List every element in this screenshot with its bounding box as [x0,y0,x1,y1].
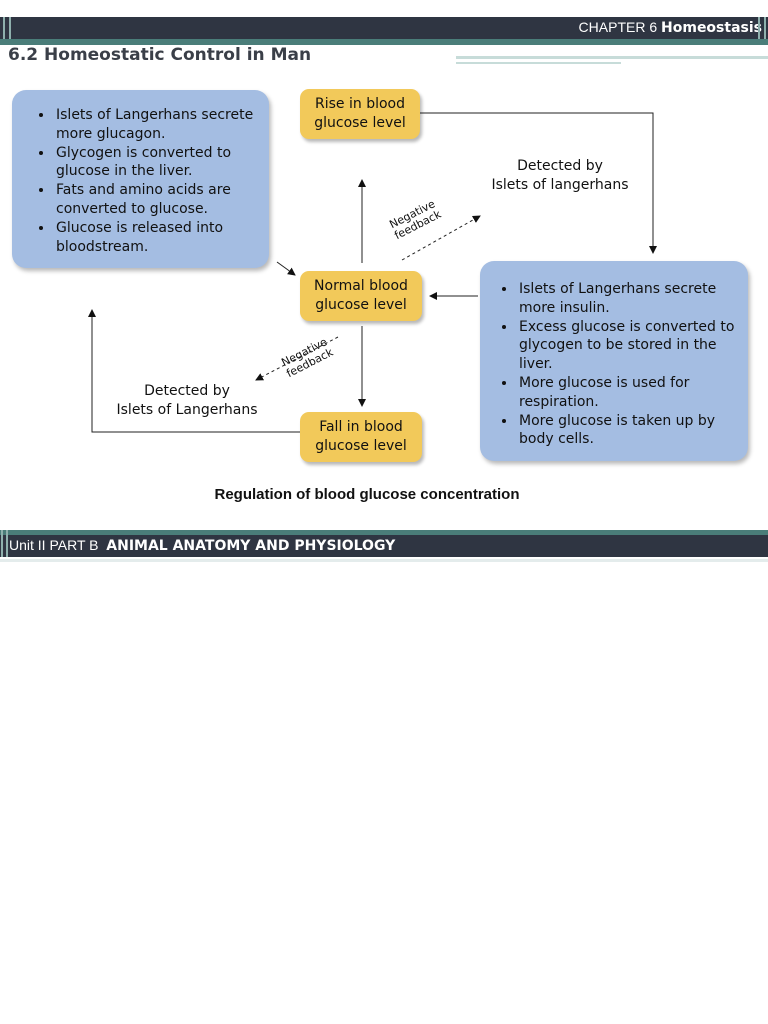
list-item: More glucose is taken up by body cells. [517,412,742,450]
list-item: Glycogen is converted to glucose in the … [54,144,269,182]
slide: CHAPTER 6 Homeostasis 6.2 Homeostatic Co… [0,0,768,565]
title-rule [456,56,768,59]
title-rule [456,62,621,64]
diagram-connectors [88,112,657,433]
header-bar: CHAPTER 6 Homeostasis [0,17,768,39]
arrow-negative-feedback-upper [401,215,481,261]
unit-label: Unit II PART B ANIMAL ANATOMY AND PHYSIO… [9,537,396,554]
insulin-response-box: Islets of Langerhans secrete more insuli… [480,261,748,461]
arrow-glucagon-to-normal [276,261,296,276]
footer-accent-band [0,530,768,535]
header-divider [764,17,766,39]
section-title: 6.2 Homeostatic Control in Man [8,45,312,65]
header-divider [3,17,5,39]
list-item: Excess glucose is converted to glycogen … [517,318,742,374]
list-item: Fats and amino acids are converted to gl… [54,181,269,219]
footer-rule [0,559,768,562]
header-divider [9,17,11,39]
footer-bar: Unit II PART B ANIMAL ANATOMY AND PHYSIO… [0,535,768,557]
header-accent-band [0,39,768,45]
footer-divider [1,530,3,557]
list-item: More glucose is used for respiration. [517,374,742,412]
footer-divider [6,530,8,557]
list-item: Glucose is released into bloodstream. [54,219,269,257]
list-item: Islets of Langerhans secrete more glucag… [54,106,269,144]
arrow-rise-to-detection [420,112,657,254]
arrow-fall-to-detection [88,309,300,433]
list-item: Islets of Langerhans secrete more insuli… [517,280,742,318]
glucagon-response-box: Islets of Langerhans secrete more glucag… [12,90,269,268]
diagram-caption: Regulation of blood glucose concentratio… [214,486,520,503]
header-divider [758,17,760,39]
chapter-label: CHAPTER 6 Homeostasis [578,19,762,36]
